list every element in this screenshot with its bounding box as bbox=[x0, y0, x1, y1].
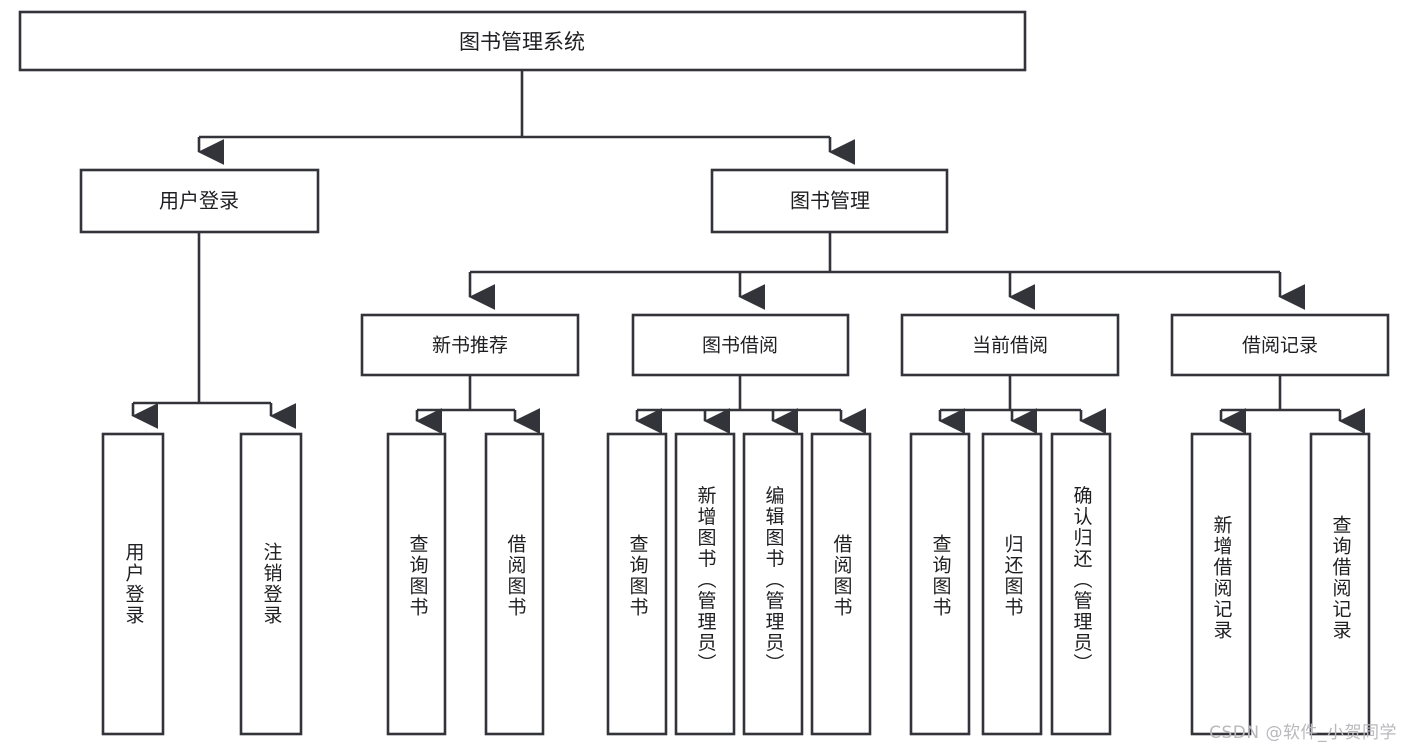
edge-root-bus bbox=[199, 70, 830, 139]
node-borrow-record-box[interactable] bbox=[1170, 313, 1390, 377]
node-book-borrow-box[interactable] bbox=[631, 313, 850, 377]
edge-currentborrow-bus bbox=[940, 375, 1081, 412]
node-current-borrow-label: 当前借阅 bbox=[972, 335, 1048, 357]
leaf-user-login-box[interactable] bbox=[101, 432, 165, 736]
leaf-query-book-cur-box[interactable] bbox=[909, 432, 971, 736]
leaf-query-book-rec-label: 查询图书 bbox=[407, 534, 429, 618]
node-new-book-rec-label: 新书推荐 bbox=[432, 335, 508, 357]
node-book-borrow-label: 图书借阅 bbox=[702, 335, 778, 357]
leaf-query-record[interactable]: 查询借阅记录 bbox=[1309, 432, 1371, 736]
leaf-borrow-book-box[interactable] bbox=[810, 432, 872, 736]
leaf-edit-book-box[interactable] bbox=[742, 432, 804, 736]
leaf-query-book-borrow[interactable]: 查询图书 bbox=[606, 432, 668, 736]
edge-userlogin-bus bbox=[133, 232, 271, 405]
leaf-add-book-label: 新增图书（管理员） bbox=[695, 485, 717, 674]
leaf-edit-book[interactable]: 编辑图书（管理员） bbox=[742, 432, 804, 736]
leaf-return-book[interactable]: 归还图书 bbox=[981, 432, 1043, 736]
leaf-add-book-box[interactable] bbox=[674, 432, 736, 736]
leaf-borrow-book-rec[interactable]: 借阅图书 bbox=[484, 432, 545, 736]
node-book-manage-box[interactable] bbox=[710, 168, 949, 234]
node-root-label: 图书管理系统 bbox=[459, 30, 585, 54]
node-user-login[interactable]: 用户登录 bbox=[79, 168, 320, 234]
leaf-query-record-label: 查询借阅记录 bbox=[1330, 515, 1352, 641]
edge-newbook-bus bbox=[417, 375, 515, 412]
edge-layer bbox=[131, 70, 1366, 434]
leaf-query-book-rec-box[interactable] bbox=[386, 432, 447, 736]
node-current-borrow-box[interactable] bbox=[900, 313, 1120, 377]
node-new-book-rec[interactable]: 新书推荐 bbox=[360, 313, 580, 377]
node-borrow-record-label: 借阅记录 bbox=[1242, 335, 1318, 357]
leaf-user-logout-label: 注销登录 bbox=[261, 542, 283, 626]
leaf-add-record-box[interactable] bbox=[1190, 432, 1252, 736]
node-book-borrow[interactable]: 图书借阅 bbox=[631, 313, 850, 377]
leaf-query-book-cur-label: 查询图书 bbox=[930, 534, 952, 618]
node-borrow-record[interactable]: 借阅记录 bbox=[1170, 313, 1390, 377]
edge-bookmanage-bus bbox=[470, 232, 1280, 274]
leaf-query-book-borrow-box[interactable] bbox=[606, 432, 668, 736]
edge-bookborrow-bus bbox=[637, 375, 841, 412]
node-root-box[interactable] bbox=[18, 10, 1027, 72]
leaf-return-book-box[interactable] bbox=[981, 432, 1043, 736]
leaf-query-book-borrow-label: 查询图书 bbox=[627, 534, 649, 618]
leaf-user-logout-box[interactable] bbox=[239, 432, 303, 736]
leaf-edit-book-label: 编辑图书（管理员） bbox=[763, 485, 785, 674]
leaf-borrow-book[interactable]: 借阅图书 bbox=[810, 432, 872, 736]
leaf-query-book-rec[interactable]: 查询图书 bbox=[386, 432, 447, 736]
node-user-login-label: 用户登录 bbox=[159, 189, 239, 213]
node-current-borrow[interactable]: 当前借阅 bbox=[900, 313, 1120, 377]
leaf-add-record-label: 新增借阅记录 bbox=[1211, 515, 1233, 641]
edge-borrowrecord-bus bbox=[1221, 375, 1340, 412]
leaf-confirm-return-box[interactable] bbox=[1050, 432, 1112, 736]
leaf-user-login-label: 用户登录 bbox=[123, 542, 145, 626]
node-user-login-box[interactable] bbox=[79, 168, 320, 234]
leaf-return-book-label: 归还图书 bbox=[1002, 534, 1024, 618]
leaf-confirm-return[interactable]: 确认归还（管理员） bbox=[1050, 432, 1112, 736]
leaf-query-record-box[interactable] bbox=[1309, 432, 1371, 736]
leaf-query-book-cur[interactable]: 查询图书 bbox=[909, 432, 971, 736]
node-book-manage-label: 图书管理 bbox=[790, 189, 870, 213]
node-new-book-rec-box[interactable] bbox=[360, 313, 580, 377]
leaf-add-book[interactable]: 新增图书（管理员） bbox=[674, 432, 736, 736]
node-book-manage[interactable]: 图书管理 bbox=[710, 168, 949, 234]
leaf-borrow-book-label: 借阅图书 bbox=[831, 534, 853, 618]
leaf-add-record[interactable]: 新增借阅记录 bbox=[1190, 432, 1252, 736]
node-root[interactable]: 图书管理系统 bbox=[18, 10, 1027, 72]
leaf-borrow-book-rec-box[interactable] bbox=[484, 432, 545, 736]
leaf-user-login[interactable]: 用户登录 bbox=[101, 432, 165, 736]
leaf-borrow-book-rec-label: 借阅图书 bbox=[505, 534, 527, 618]
leaf-user-logout[interactable]: 注销登录 bbox=[239, 432, 303, 736]
leaf-confirm-return-label: 确认归还（管理员） bbox=[1071, 485, 1093, 674]
